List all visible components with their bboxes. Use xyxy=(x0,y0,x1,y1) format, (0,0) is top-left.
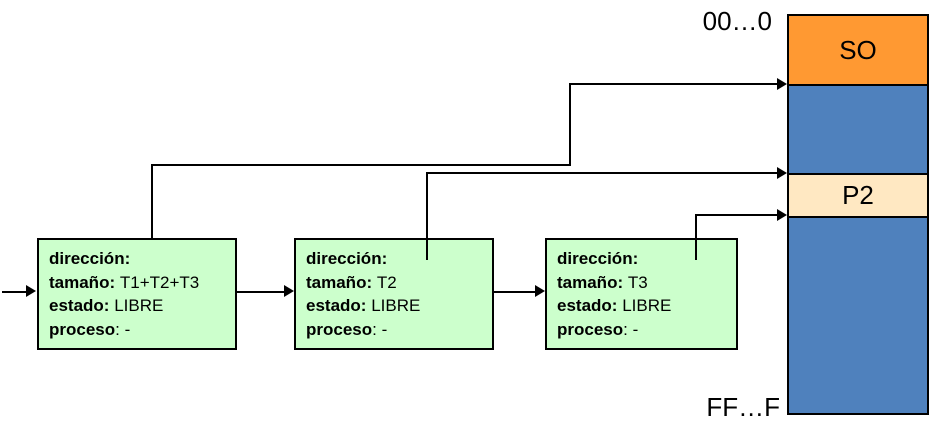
field-label: estado: xyxy=(49,296,110,315)
memory-segment-free-hole-1 xyxy=(789,86,927,175)
node-field-direccion: dirección: xyxy=(49,247,231,271)
field-label: dirección: xyxy=(557,249,639,268)
connector-node2-node3-arrowhead xyxy=(535,285,545,297)
free-list-node-3: dirección: tamaño:T3 estado:LIBRE proces… xyxy=(545,238,738,350)
connector-node1-memory-riser2 xyxy=(569,83,571,166)
field-label: tamaño: xyxy=(306,272,373,292)
field-value: T1+T2+T3 xyxy=(119,272,200,292)
field-value: T3 xyxy=(627,272,648,292)
field-value: LIBRE xyxy=(622,296,672,315)
connector-node2-memory-run xyxy=(426,172,777,174)
node-field-tamano: tamaño:T1+T2+T3 xyxy=(49,271,231,295)
node-field-proceso: proceso: - xyxy=(49,318,231,342)
node-field-estado: estado:LIBRE xyxy=(557,294,732,318)
connector-node3-memory-riser xyxy=(695,214,697,260)
field-value: : - xyxy=(372,319,388,339)
field-value: LIBRE xyxy=(371,296,421,315)
field-label: proceso xyxy=(306,319,373,339)
free-list-node-2: dirección: tamaño:T2 estado:LIBRE proces… xyxy=(294,238,494,350)
field-value: LIBRE xyxy=(114,296,164,315)
field-label: estado: xyxy=(557,296,618,315)
connector-entry-arrowhead xyxy=(26,285,36,297)
node-field-tamano: tamaño:T3 xyxy=(557,271,732,295)
memory-segment-so: SO xyxy=(789,16,927,86)
connector-node1-node2-arrowhead xyxy=(284,285,294,297)
field-label: proceso xyxy=(557,319,624,339)
connector-node2-node3-line xyxy=(494,291,535,293)
field-label: estado: xyxy=(306,296,367,315)
field-value: : - xyxy=(115,319,131,339)
connector-node1-memory-run2 xyxy=(569,83,777,85)
connector-node3-memory-run xyxy=(695,214,777,216)
node-field-direccion: dirección: xyxy=(557,247,732,271)
connector-node1-memory-run1 xyxy=(151,164,571,166)
connector-node1-memory-arrowhead xyxy=(777,78,787,90)
field-label: tamaño: xyxy=(557,272,624,292)
memory-segment-p2: P2 xyxy=(789,175,927,218)
field-label: proceso xyxy=(49,319,116,339)
field-label: tamaño: xyxy=(49,272,116,292)
field-label: dirección: xyxy=(49,249,131,268)
memory-map: SO P2 xyxy=(787,14,929,415)
node-field-tamano: tamaño:T2 xyxy=(306,271,488,295)
node-field-proceso: proceso: - xyxy=(306,318,488,342)
node-field-estado: estado:LIBRE xyxy=(49,294,231,318)
node-field-proceso: proceso: - xyxy=(557,318,732,342)
field-value: : - xyxy=(623,319,639,339)
connector-entry-line xyxy=(2,291,28,293)
connector-node3-memory-arrowhead xyxy=(777,209,787,221)
segment-label-so: SO xyxy=(839,34,877,65)
segment-label-p2: P2 xyxy=(842,180,874,210)
connector-node2-memory-riser xyxy=(426,172,428,260)
connector-node1-memory-riser xyxy=(151,165,153,238)
node-field-estado: estado:LIBRE xyxy=(306,294,488,318)
connector-node1-node2-line xyxy=(237,291,284,293)
field-value: T2 xyxy=(376,272,397,292)
address-label-top: 00…0 xyxy=(702,6,772,36)
field-label: dirección: xyxy=(306,249,388,268)
connector-node2-memory-arrowhead xyxy=(777,167,787,179)
address-label-bottom: FF…F xyxy=(706,392,780,422)
memory-segment-free-hole-2 xyxy=(789,218,927,413)
node-field-direccion: dirección: xyxy=(306,247,488,271)
free-list-node-1: dirección: tamaño:T1+T2+T3 estado:LIBRE … xyxy=(37,238,237,350)
